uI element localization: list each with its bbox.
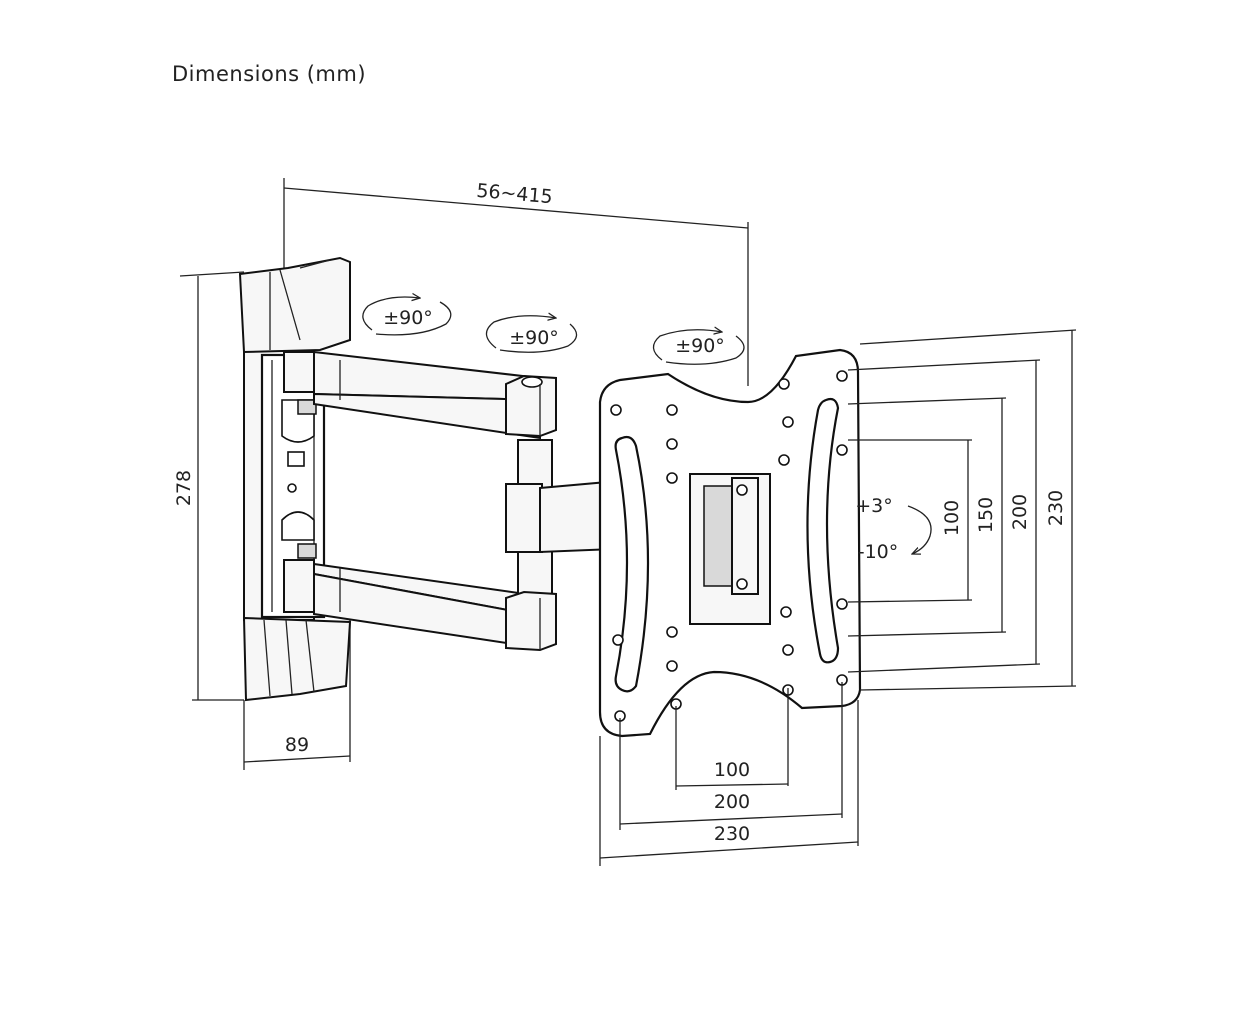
rotation-head: ±90° [652, 330, 745, 365]
vesa-head-plate [598, 348, 862, 738]
vesa-h-200-label: 200 [714, 791, 750, 813]
wall-plate [238, 256, 352, 702]
dimension-wall-height: 278 [173, 271, 245, 701]
tilt-down-label: -10° [858, 541, 899, 563]
vesa-h-100-label: 100 [714, 759, 750, 781]
tilt-up-label: +3° [855, 495, 893, 517]
vesa-h-230-label: 230 [714, 823, 750, 845]
rotation-wall: ±90° [362, 297, 452, 336]
dimension-vesa-horizontal: 100 200 230 [599, 682, 859, 866]
rotation-mid: ±90° [485, 316, 578, 353]
vesa-v-100-label: 100 [941, 500, 963, 536]
dimension-wall-depth: 89 [243, 620, 351, 770]
vesa-v-230-label: 230 [1045, 490, 1067, 526]
vesa-v-200-label: 200 [1009, 494, 1031, 530]
wall-depth-label: 89 [285, 734, 309, 756]
page-title: Dimensions (mm) [172, 62, 367, 86]
dimension-vesa-vertical: 100 150 200 230 [847, 329, 1077, 691]
upper-arm [313, 350, 541, 440]
rotation-mid-label: ±90° [509, 327, 559, 349]
tilt-indicator: +3° -10° [855, 495, 932, 563]
wall-height-label: 278 [173, 470, 195, 506]
arm-reach-label: 56~415 [476, 180, 554, 208]
rotation-head-label: ±90° [675, 335, 725, 357]
rotation-wall-label: ±90° [383, 307, 433, 329]
vesa-v-150-label: 150 [975, 497, 997, 533]
